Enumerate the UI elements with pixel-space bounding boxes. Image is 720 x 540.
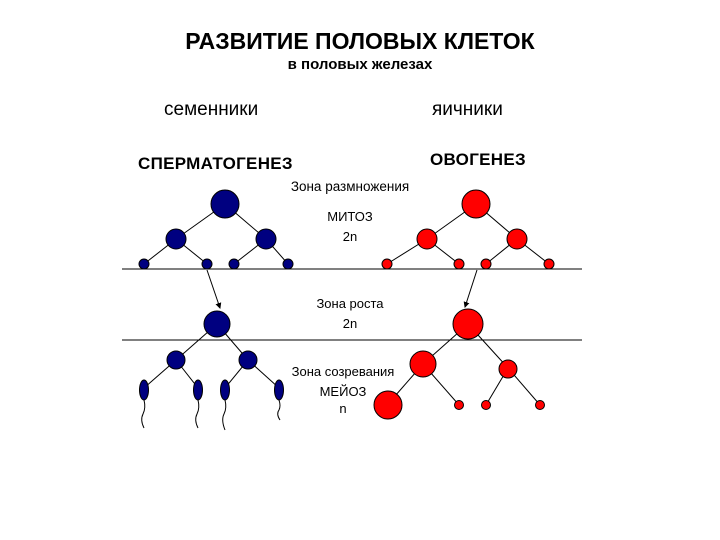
primary-oocyte-cell bbox=[452, 308, 484, 340]
male-transition-arrow bbox=[206, 269, 222, 309]
polar-body-cell bbox=[535, 400, 545, 410]
polar-body-cell bbox=[481, 400, 491, 410]
oogonium-cell bbox=[461, 189, 491, 219]
meiosis-label: МЕЙОЗ bbox=[319, 384, 367, 399]
diagram-subtitle: в половых железах bbox=[287, 56, 433, 73]
spermatogonium-daughter-cell bbox=[255, 228, 277, 250]
secondary-oocyte-cell bbox=[409, 350, 437, 378]
secondary-spermatocyte-cell bbox=[238, 350, 258, 370]
spermatogonium-small-cell bbox=[282, 258, 294, 270]
ovaries-label: яичники bbox=[432, 99, 503, 120]
mitosis-ploidy: 2n bbox=[342, 229, 358, 244]
multiplication-zone-label: Зона размножения bbox=[290, 179, 410, 194]
egg-cell bbox=[373, 390, 403, 420]
oogonium-small-cell bbox=[543, 258, 555, 270]
growth-zone-label: Зона роста bbox=[316, 296, 384, 311]
oogonium-daughter-cell bbox=[416, 228, 438, 250]
growth-ploidy: 2n bbox=[342, 316, 358, 331]
maturation-zone-label: Зона созревания bbox=[291, 364, 395, 379]
spermatozoon bbox=[274, 379, 284, 421]
oogenesis-label: ОВОГЕНЕЗ bbox=[430, 150, 526, 169]
oogonium-daughter-cell bbox=[506, 228, 528, 250]
oogonium-small-cell bbox=[480, 258, 492, 270]
polar-body-cell bbox=[498, 359, 518, 379]
spermatozoon bbox=[193, 379, 203, 429]
spermatogonium-small-cell bbox=[228, 258, 240, 270]
spermatogenesis-branch bbox=[138, 189, 294, 431]
spermatogenesis-label: СПЕРМАТОГЕНЕЗ bbox=[138, 154, 293, 173]
spermatogonium-cell bbox=[210, 189, 240, 219]
primary-spermatocyte-cell bbox=[203, 310, 231, 338]
female-transition-arrow bbox=[463, 269, 478, 308]
secondary-spermatocyte-cell bbox=[166, 350, 186, 370]
diagram-title: РАЗВИТИЕ ПОЛОВЫХ КЛЕТОК bbox=[185, 28, 535, 54]
spermatozoon bbox=[139, 379, 149, 429]
spermatozoon bbox=[220, 379, 230, 431]
spermatogonium-small-cell bbox=[201, 258, 213, 270]
oogenesis-branch bbox=[373, 189, 555, 420]
spermatogonium-daughter-cell bbox=[165, 228, 187, 250]
mitosis-label: МИТОЗ bbox=[327, 209, 373, 224]
meiosis-ploidy: n bbox=[339, 401, 347, 416]
oogonium-small-cell bbox=[381, 258, 393, 270]
polar-body-cell bbox=[454, 400, 464, 410]
spermatogonium-small-cell bbox=[138, 258, 150, 270]
testes-label: семенники bbox=[164, 99, 259, 120]
oogonium-small-cell bbox=[453, 258, 465, 270]
